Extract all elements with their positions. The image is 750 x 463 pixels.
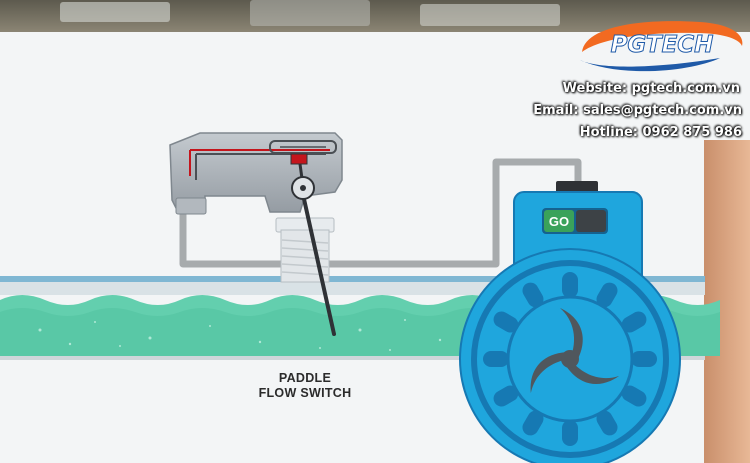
pivot-center	[300, 185, 306, 191]
meter-port-holes	[483, 272, 657, 446]
logo-swoosh-top	[582, 21, 743, 52]
contact-hotline[interactable]: Hotline: 0962 875 986	[579, 125, 742, 140]
diagram-caption-line2: FLOW SWITCH	[258, 386, 352, 400]
meter-inner-ring	[471, 260, 669, 458]
magnet	[290, 153, 308, 165]
background-device-blur	[60, 2, 170, 22]
contact-email[interactable]: Email: sales@pgtech.com.vn	[533, 103, 742, 118]
go-indicator	[544, 210, 574, 232]
pgtech-logo[interactable]: PGTECH	[580, 21, 743, 72]
logo-swoosh-bottom	[580, 58, 720, 72]
turbine-impeller	[530, 308, 620, 394]
internal-wire-red	[189, 149, 330, 176]
background-device-blur	[420, 4, 560, 26]
signal-wire	[179, 158, 582, 268]
background-device-blur	[250, 0, 370, 26]
water-bubbles	[38, 319, 442, 351]
hand-edge	[704, 140, 750, 463]
contact-website[interactable]: Website: pgtech.com.vn	[562, 81, 740, 96]
paddle-flow-switch	[169, 132, 343, 336]
logo-text: PGTECH	[611, 32, 714, 58]
paddle-arm	[300, 188, 336, 336]
go-indicator-label: GO	[549, 214, 569, 229]
diagram-caption-line1: PADDLE	[278, 371, 332, 385]
reed-switch	[269, 140, 337, 154]
cable-gland	[175, 197, 207, 215]
stop-indicator	[576, 210, 606, 232]
flow-meter: GO	[459, 181, 681, 463]
